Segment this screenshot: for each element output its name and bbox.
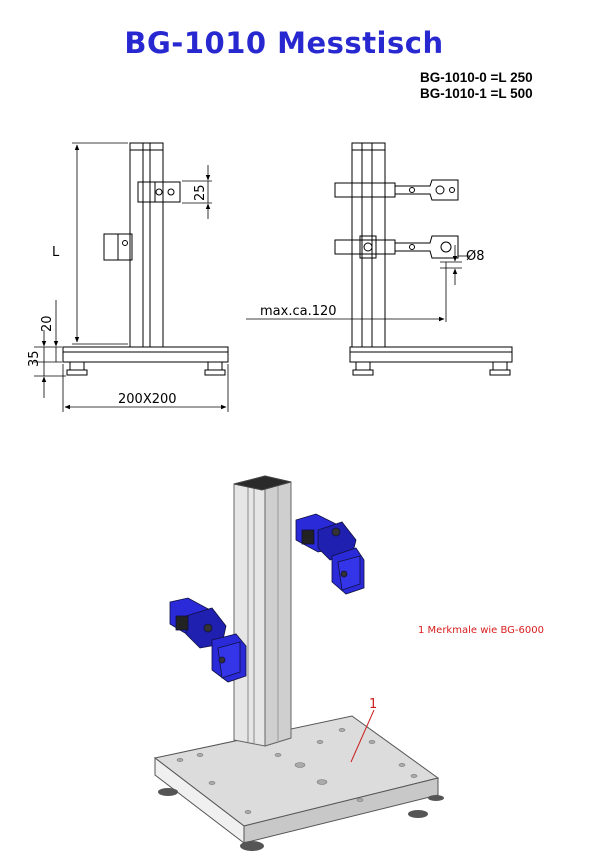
iso-base-top — [153, 715, 440, 827]
dim-reach: max.ca.120 — [260, 304, 337, 319]
side-view — [334, 142, 513, 376]
callout-leader — [350, 709, 375, 763]
variant-1: BG-1010-1 =L 500 — [420, 86, 533, 101]
side-dimensions — [246, 245, 470, 322]
front-view — [62, 142, 229, 376]
dim-diameter: Ø8 — [466, 249, 485, 264]
dim-gap: 25 — [193, 184, 208, 201]
side-base — [349, 346, 513, 363]
iso-clamp-upper — [295, 513, 365, 595]
front-column — [129, 142, 164, 348]
page-title: BG-1010 Messtisch — [124, 26, 444, 60]
front-dimensions — [34, 142, 229, 412]
side-clamp-lower — [334, 239, 396, 255]
feature-note: 1 Merkmale wie BG-6000 — [418, 625, 544, 636]
side-column — [351, 142, 386, 348]
dim-base: 200X200 — [118, 392, 177, 407]
dim-length: L — [52, 245, 60, 260]
callout-number: 1 — [369, 697, 377, 712]
dim-height-20: 20 — [40, 315, 55, 332]
front-base — [62, 346, 229, 363]
iso-clamp-lower — [169, 597, 247, 683]
side-clamp-upper — [334, 182, 396, 198]
dim-height-35: 35 — [27, 350, 42, 367]
iso-view — [153, 475, 444, 851]
variant-list: BG-1010-0 =L 250 BG-1010-1 =L 500 — [420, 70, 533, 102]
front-clamp-upper — [137, 181, 181, 203]
variant-0: BG-1010-0 =L 250 — [420, 70, 533, 85]
